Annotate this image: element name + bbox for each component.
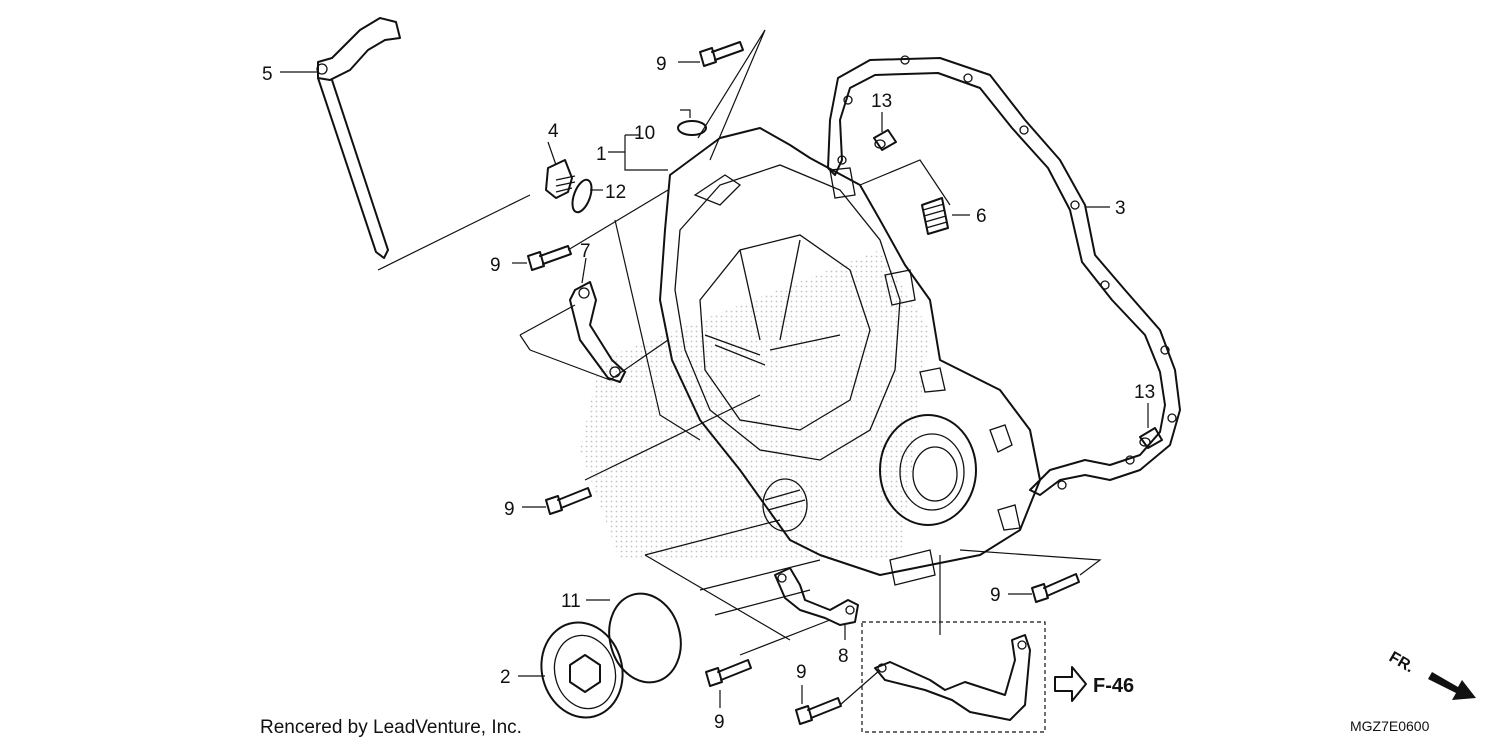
label-part-3: 3 (1115, 198, 1126, 219)
part-13-dowel-upper[interactable] (873, 129, 897, 151)
part-11-oring[interactable] (600, 585, 691, 690)
label-part-6: 6 (976, 206, 987, 227)
part-5-shaft[interactable] (316, 17, 401, 259)
label-part-9-left: 9 (490, 255, 501, 276)
assembly-lines (280, 29, 1149, 708)
label-part-4: 4 (548, 121, 559, 142)
bolt-9-left[interactable] (527, 245, 572, 271)
label-part-13-lower: 13 (1134, 382, 1155, 403)
label-part-7: 7 (580, 241, 591, 262)
label-part-8: 8 (838, 646, 849, 667)
part-1-clutch-cover[interactable] (659, 127, 1041, 586)
label-part-5: 5 (262, 64, 273, 85)
label-part-9-bottom-left: 9 (714, 712, 725, 733)
f46-link[interactable]: F-46 (1054, 666, 1134, 702)
label-part-2: 2 (500, 667, 511, 688)
bolt-9-middle[interactable] (545, 487, 592, 515)
f46-reference-bracket (861, 621, 1046, 733)
part-12-oring[interactable] (569, 177, 596, 214)
part-7-bracket[interactable] (569, 281, 626, 383)
part-4-sensor[interactable] (545, 159, 576, 199)
bolt-9-right[interactable] (1031, 573, 1080, 603)
bolt-9-top[interactable] (699, 41, 744, 67)
label-part-9-bottom-middle: 9 (796, 662, 807, 683)
diagram-code: MGZ7E0600 (1350, 718, 1430, 734)
label-part-1: 1 (596, 144, 607, 165)
direction-label: FR. (1386, 649, 1417, 677)
part-10-seal[interactable] (677, 120, 707, 136)
credit-text: Rencered by LeadVenture, Inc. (260, 717, 522, 738)
part-8-bracket[interactable] (774, 567, 859, 626)
label-part-11: 11 (561, 591, 581, 612)
arrow-right-icon (1428, 672, 1476, 700)
label-part-12: 12 (605, 182, 626, 203)
label-part-9-middle: 9 (504, 499, 515, 520)
label-part-9-top: 9 (656, 54, 667, 75)
part-2-cap[interactable] (531, 613, 633, 726)
label-part-13-upper: 13 (871, 91, 892, 112)
reference-f46[interactable]: F-46 (1093, 675, 1134, 697)
label-part-9-right: 9 (990, 585, 1001, 606)
part-6-spring[interactable] (921, 197, 949, 235)
part-3-gasket[interactable] (827, 55, 1181, 496)
hollow-arrow-icon (1054, 666, 1087, 702)
label-part-10: 10 (634, 123, 655, 144)
part-13-dowel-lower[interactable] (1139, 427, 1163, 449)
front-direction-indicator: FR. (1386, 649, 1476, 700)
bolt-9-bottom-middle[interactable] (795, 697, 842, 725)
bolt-9-bottom-left[interactable] (705, 659, 752, 687)
watermark-stipple (580, 250, 930, 560)
